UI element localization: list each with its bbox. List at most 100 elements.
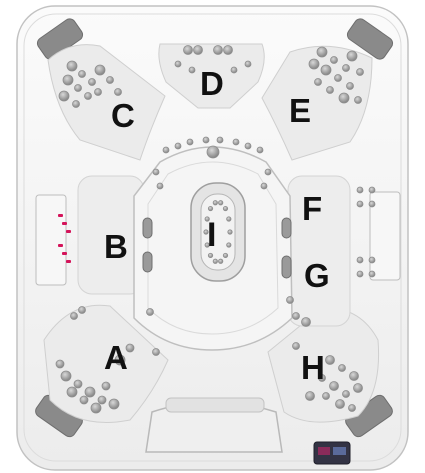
control-panel-display <box>318 447 330 455</box>
pillow-left-upper <box>143 218 152 238</box>
jet-footwell <box>261 183 267 189</box>
jet-footwell <box>265 169 271 175</box>
jet-seat-d <box>245 61 251 67</box>
jet-foot-dome <box>213 259 217 263</box>
jet-foot-dome <box>213 201 217 205</box>
jet-side-right <box>357 257 363 263</box>
jet-footwell <box>187 139 193 145</box>
jet-misc <box>287 297 294 304</box>
jet-seat-c <box>59 91 69 101</box>
pillow-right-lower <box>282 256 291 278</box>
jet-misc <box>153 349 160 356</box>
entry-step-tread <box>166 398 264 412</box>
jet-seat-a <box>85 387 95 397</box>
jet-seat-a <box>56 360 64 368</box>
seat-label-C: C <box>111 97 135 134</box>
jet-seat-e <box>315 79 322 86</box>
pillow-right-upper <box>282 218 291 238</box>
jet-diverter <box>207 146 219 158</box>
jet-seat-d <box>231 67 237 73</box>
jet-seat-c <box>95 89 102 96</box>
jet-foot-dome <box>227 243 231 247</box>
jet-foot-dome <box>208 206 212 210</box>
seat-label-E: E <box>289 92 311 129</box>
jet-seat-d <box>214 46 223 55</box>
jet-seat-h <box>349 405 356 412</box>
jet-side-right <box>369 187 375 193</box>
accent-light <box>62 222 67 225</box>
jet-side-right <box>369 201 375 207</box>
jet-seat-c <box>89 79 96 86</box>
jet-seat-e <box>357 69 364 76</box>
jet-seat-a <box>109 399 119 409</box>
jet-side-right <box>357 187 363 193</box>
jet-seat-a <box>74 380 82 388</box>
jet-seat-e <box>347 83 354 90</box>
accent-light <box>66 230 71 233</box>
jet-seat-d <box>184 46 193 55</box>
jet-seat-c <box>79 71 86 78</box>
jet-footwell <box>163 147 169 153</box>
jet-seat-h <box>350 372 359 381</box>
jet-footwell <box>153 169 159 175</box>
jet-seat-c <box>75 85 82 92</box>
jet-seat-h <box>326 356 335 365</box>
jet-seat-e <box>321 65 331 75</box>
jet-misc <box>71 313 78 320</box>
seat-label-D: D <box>200 65 224 102</box>
seat-label-H: H <box>301 349 325 386</box>
jet-seat-e <box>331 57 338 64</box>
jet-foot-dome <box>218 259 222 263</box>
jet-seat-h <box>330 382 339 391</box>
jet-seat-e <box>339 93 349 103</box>
accent-light <box>58 244 63 247</box>
jet-seat-a <box>102 382 110 390</box>
jet-seat-h <box>339 365 346 372</box>
jet-footwell <box>217 137 223 143</box>
jet-seat-h <box>354 384 363 393</box>
jet-seat-c <box>95 65 105 75</box>
jet-seat-a <box>67 387 77 397</box>
jet-seat-c <box>63 75 73 85</box>
jet-side-right <box>357 271 363 277</box>
accent-light <box>62 252 67 255</box>
jet-side-right <box>357 201 363 207</box>
control-panel-buttons <box>333 447 346 455</box>
jet-seat-d <box>189 67 195 73</box>
accent-light <box>58 214 63 217</box>
jet-seat-h <box>343 391 350 398</box>
jet-foot-dome <box>228 230 232 234</box>
jet-footwell <box>175 143 181 149</box>
seat-label-F: F <box>302 190 322 227</box>
jet-seat-a <box>80 396 88 404</box>
seat-label-I: I <box>207 216 216 254</box>
jet-seat-e <box>335 75 342 82</box>
pillow-left-lower <box>143 252 152 272</box>
jet-misc <box>79 307 86 314</box>
jet-side-right <box>369 257 375 263</box>
jet-seat-h <box>302 318 311 327</box>
jet-seat-d <box>194 46 203 55</box>
jet-seat-h <box>323 393 330 400</box>
seat-label-A: A <box>104 339 128 376</box>
jet-seat-a <box>91 403 101 413</box>
jet-seat-d <box>175 61 181 67</box>
jet-foot-dome <box>218 201 222 205</box>
jet-foot-dome <box>223 206 227 210</box>
jet-seat-a <box>61 371 71 381</box>
jet-seat-e <box>347 51 357 61</box>
jet-seat-h <box>306 392 315 401</box>
side-panel-left <box>36 195 66 285</box>
jet-seat-h <box>336 400 345 409</box>
jet-misc <box>293 313 300 320</box>
jet-seat-e <box>343 65 350 72</box>
jet-seat-e <box>355 97 362 104</box>
jet-footwell <box>157 183 163 189</box>
jet-seat-e <box>309 59 319 69</box>
jet-seat-c <box>73 101 80 108</box>
jet-foot-dome <box>223 253 227 257</box>
jet-seat-c <box>107 77 114 84</box>
jet-seat-c <box>115 89 122 96</box>
jet-side-right <box>369 271 375 277</box>
